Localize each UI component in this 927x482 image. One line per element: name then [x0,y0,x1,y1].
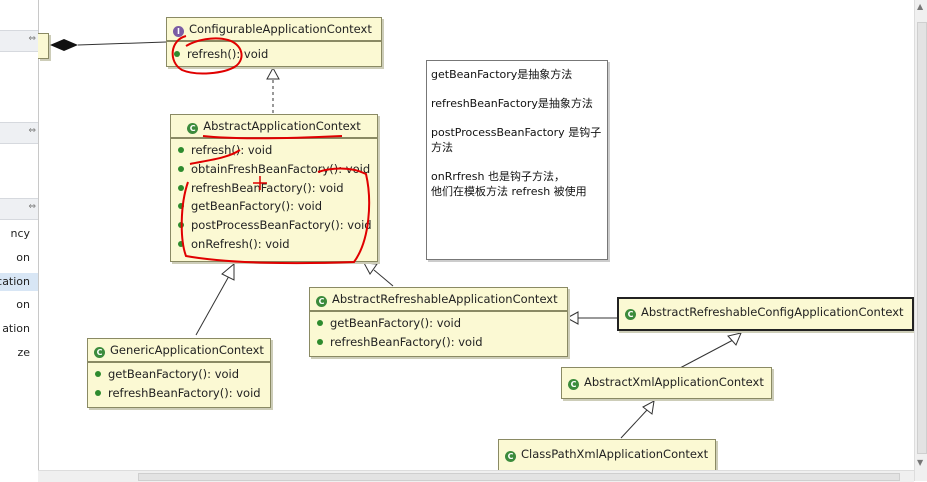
inheritance-arrow-icon [221,262,235,281]
method-row[interactable]: getBeanFactory(): void [171,197,377,216]
public-method-icon [95,371,101,377]
method-row[interactable]: getBeanFactory(): void [88,365,270,384]
public-method-icon [174,51,180,57]
method-row[interactable]: refresh(): void [167,45,381,64]
list-item[interactable]: ncy [10,227,30,240]
note-line: refreshBeanFactory是抽象方法 [431,97,593,110]
inheritance-arrow-icon [727,332,742,346]
list-item[interactable]: ation [2,322,30,335]
inheritance-arrow-icon [363,262,378,275]
method-row[interactable]: obtainFreshBeanFactory(): void [171,160,377,179]
partial-class-box[interactable] [38,33,49,59]
composition-diamond-icon [50,39,78,51]
inheritance-arrow-icon [266,66,280,80]
method-row[interactable]: getBeanFactory(): void [310,314,567,333]
class-icon: C [316,296,327,307]
vertical-scrollbar[interactable]: ▲ ▼ [914,0,927,481]
public-method-icon [317,338,323,345]
list-item[interactable]: on [16,251,30,264]
scrollbar-thumb[interactable] [917,22,927,454]
public-method-icon [178,203,184,210]
method-row[interactable]: onRefresh(): void [171,235,377,254]
list-item[interactable]: ze [17,346,30,359]
list-item[interactable]: on [16,298,30,311]
list-item-selected[interactable]: cation [0,273,38,291]
note-line: getBeanFactory是抽象方法 [431,68,573,81]
public-method-icon [178,240,184,247]
method-row[interactable]: refreshBeanFactory(): void [310,333,567,352]
scroll-down-icon[interactable]: ▼ [917,458,924,467]
class-icon: C [505,451,516,462]
minimize-icon[interactable]: ⇔ [28,34,36,44]
public-method-icon [178,184,184,191]
public-method-icon [317,320,323,326]
class-icon: C [568,379,579,390]
class-icon: C [625,309,636,320]
public-method-icon [95,389,101,396]
circle-annotation [171,35,243,75]
note-line: onRrfresh 也是钩子方法， [431,170,565,183]
note-line: postProcessBeanFactory 是钩子方法 [431,126,602,154]
panel-header[interactable]: ⇔ [0,122,38,144]
inheritance-arrow-icon [565,311,579,325]
cursor-cross-icon [253,176,267,190]
note-line: 他们在模板方法 refresh 被使用 [431,185,587,198]
horizontal-scrollbar[interactable] [38,470,914,482]
class-icon: C [187,123,199,134]
class-icon: C [94,347,105,358]
panel-header[interactable]: ⇔ [0,30,38,52]
inheritance-arrow-icon [642,400,655,415]
scrollbar-thumb[interactable] [138,473,900,481]
public-method-icon [178,147,184,153]
outline-panel: ⇔ ⇔ ⇔ ncy on cation on ation ze [0,0,39,481]
method-row[interactable]: refreshBeanFactory(): void [171,179,377,198]
note-box[interactable]: getBeanFactory是抽象方法 refreshBeanFactory是抽… [426,60,608,260]
minimize-icon[interactable]: ⇔ [28,126,36,136]
bracket-annotation [180,167,371,265]
underline-annotation [202,135,343,140]
public-method-icon [178,165,184,172]
minimize-icon[interactable]: ⇔ [28,202,36,212]
scroll-up-icon[interactable]: ▲ [917,2,924,11]
method-row[interactable]: refresh(): void [171,141,377,160]
method-row[interactable]: refreshBeanFactory(): void [88,384,270,403]
panel-header[interactable]: ⇔ [0,198,38,220]
underline-annotation [189,149,241,165]
interface-icon: I [173,26,184,37]
